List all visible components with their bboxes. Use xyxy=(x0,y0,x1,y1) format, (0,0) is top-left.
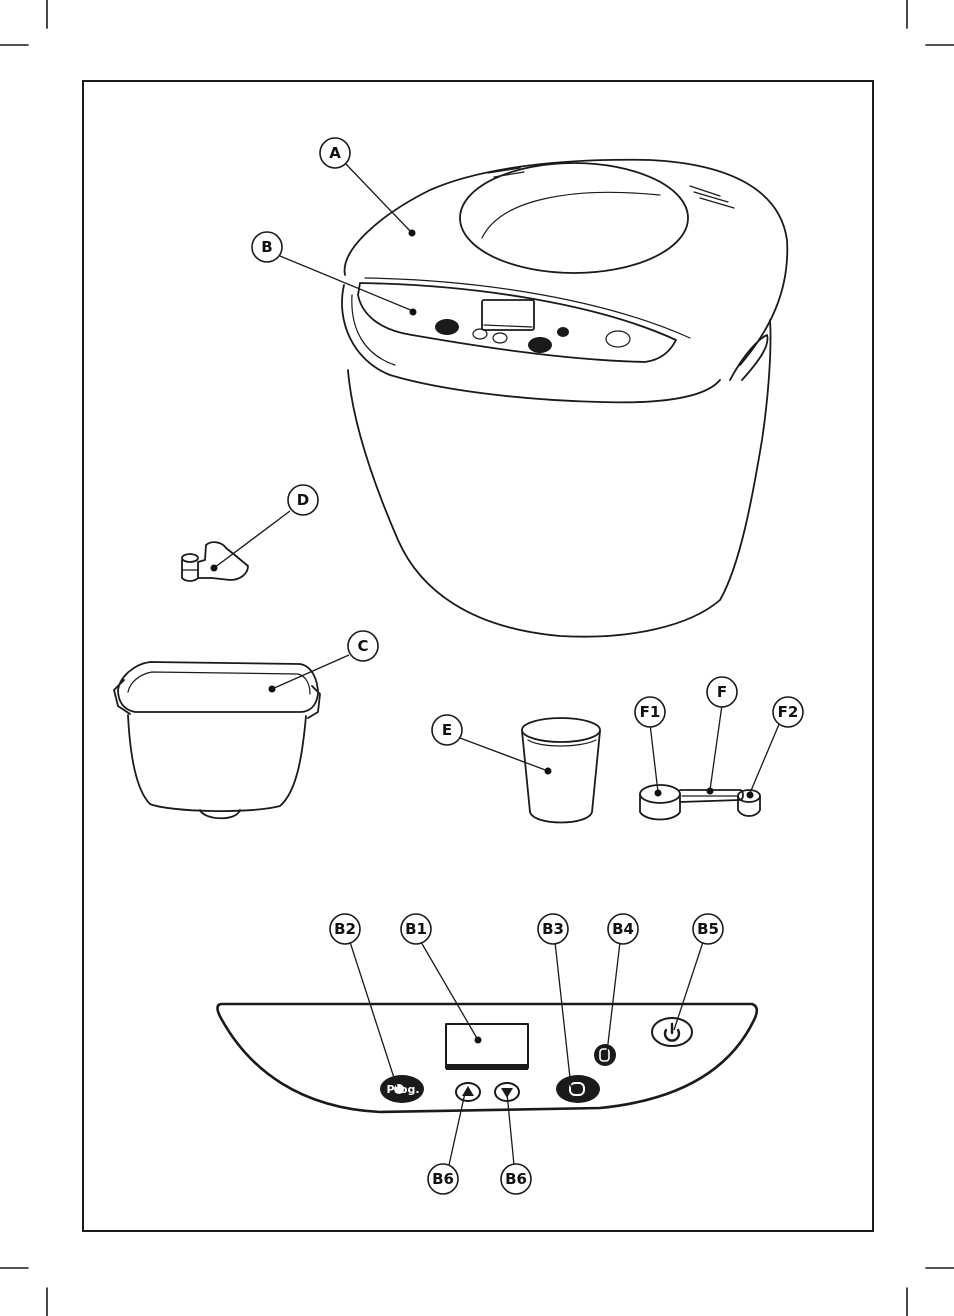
callout-B6-left: B6 xyxy=(428,1164,458,1194)
svg-text:C: C xyxy=(357,637,368,655)
display-screen xyxy=(446,1024,528,1068)
callout-B5: B5 xyxy=(693,914,723,944)
loaf-size-button[interactable] xyxy=(594,1044,616,1066)
callout-F1: F1 xyxy=(635,697,665,727)
svg-text:F1: F1 xyxy=(640,703,661,721)
svg-text:A: A xyxy=(329,144,341,162)
svg-text:B6: B6 xyxy=(432,1170,454,1188)
callout-A: A xyxy=(320,138,350,168)
svg-text:D: D xyxy=(297,491,309,509)
callout-E: E xyxy=(432,715,462,745)
callout-F: F xyxy=(707,677,737,707)
bread-pan-illustration xyxy=(114,662,320,818)
callout-D: D xyxy=(288,485,318,515)
svg-text:B6: B6 xyxy=(505,1170,527,1188)
svg-text:F2: F2 xyxy=(778,703,799,721)
callout-B1: B1 xyxy=(401,914,431,944)
measuring-cup-illustration xyxy=(522,718,600,823)
callout-B3: B3 xyxy=(538,914,568,944)
svg-text:B5: B5 xyxy=(697,920,719,938)
callout-B4: B4 xyxy=(608,914,638,944)
callout-F2: F2 xyxy=(773,697,803,727)
svg-text:B2: B2 xyxy=(334,920,356,938)
svg-text:B: B xyxy=(261,238,272,256)
power-icon xyxy=(665,1024,679,1041)
svg-text:F: F xyxy=(717,683,727,701)
control-panel-detail: Prog. xyxy=(218,1004,757,1112)
kneading-paddle-illustration xyxy=(182,542,248,581)
program-button-label: Prog. xyxy=(386,1083,419,1096)
leader-dots xyxy=(211,230,754,1044)
program-button[interactable]: Prog. xyxy=(380,1075,424,1103)
callout-C: C xyxy=(348,631,378,661)
figure-frame xyxy=(83,81,873,1231)
callout-B: B xyxy=(252,232,282,262)
callout-B2: B2 xyxy=(330,914,360,944)
svg-text:E: E xyxy=(442,721,452,739)
up-arrow-icon xyxy=(462,1086,474,1096)
svg-text:B1: B1 xyxy=(405,920,427,938)
bread-maker-illustration xyxy=(342,160,787,637)
up-button[interactable] xyxy=(456,1083,480,1101)
svg-text:B4: B4 xyxy=(612,920,634,938)
svg-text:B3: B3 xyxy=(542,920,564,938)
callout-B6-right: B6 xyxy=(501,1164,531,1194)
start-stop-button[interactable] xyxy=(652,1018,692,1046)
crust-color-button[interactable] xyxy=(556,1075,600,1103)
